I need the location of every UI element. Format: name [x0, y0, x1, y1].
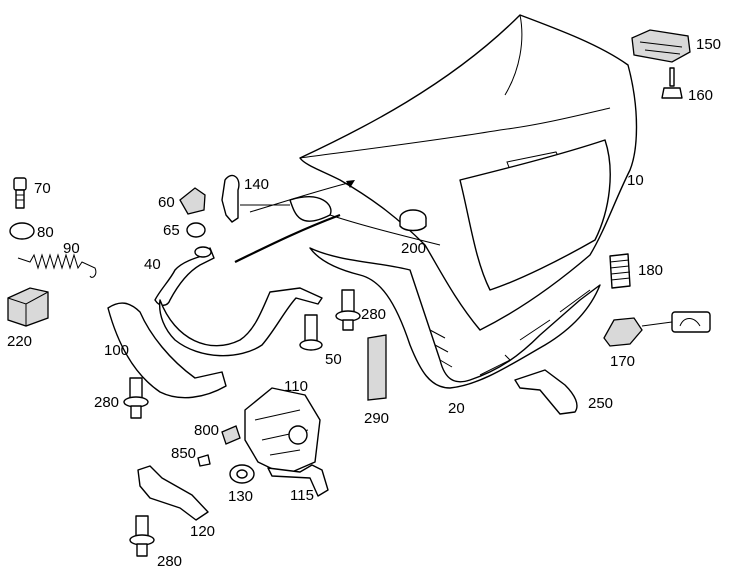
part-180-bumper	[609, 253, 631, 289]
label-140: 140	[244, 176, 270, 193]
hinge-arm	[158, 287, 323, 357]
part-115-bracket	[267, 464, 329, 497]
label-280-a: 280	[361, 306, 387, 323]
part-200-plug	[399, 209, 427, 232]
label-150: 150	[696, 36, 722, 53]
label-40: 40	[144, 256, 161, 273]
label-850: 850	[171, 445, 197, 462]
part-40-hinge	[154, 246, 215, 306]
part-170-sensor	[603, 311, 711, 347]
part-80-washer	[9, 222, 35, 240]
label-220: 220	[7, 333, 33, 350]
label-80: 80	[37, 224, 54, 241]
label-250: 250	[588, 395, 614, 412]
part-110-lock	[244, 387, 321, 476]
label-20: 20	[448, 400, 465, 417]
arrowhead	[346, 180, 355, 188]
label-65: 65	[163, 222, 180, 239]
leader-arrow-40	[234, 213, 341, 263]
part-10-trunk-lid	[289, 14, 638, 331]
part-120-plate	[137, 465, 209, 521]
part-160-screw	[661, 67, 683, 99]
part-280-bolt-c	[129, 515, 155, 557]
part-20-inner-panel	[309, 247, 601, 389]
part-280-bolt-b	[123, 377, 149, 419]
part-65-grommet	[186, 222, 206, 238]
part-90-spring	[17, 253, 97, 278]
label-70: 70	[34, 180, 51, 197]
label-130: 130	[228, 488, 254, 505]
part-140-clip	[221, 174, 240, 223]
part-800-cylinder	[221, 425, 241, 445]
part-290-strip	[367, 334, 387, 401]
part-850-insert	[197, 454, 211, 467]
label-280-c: 280	[157, 553, 183, 570]
label-110: 110	[284, 378, 308, 395]
label-50: 50	[325, 351, 342, 368]
part-150-switch	[631, 29, 691, 63]
part-250-bracket	[514, 369, 578, 415]
label-170: 170	[610, 353, 636, 370]
label-90: 90	[63, 240, 80, 257]
label-800: 800	[194, 422, 220, 439]
label-100: 100	[104, 342, 130, 359]
part-60-buffer	[179, 187, 206, 215]
label-290: 290	[364, 410, 390, 427]
label-115: 115	[290, 487, 314, 504]
leader-arrow-140	[249, 181, 353, 213]
part-130-nut	[229, 464, 255, 484]
part-50-pin	[299, 314, 323, 351]
part-220-block	[7, 287, 49, 327]
label-60: 60	[158, 194, 175, 211]
label-10: 10	[627, 172, 644, 189]
part-70-bolt	[13, 177, 27, 209]
label-180: 180	[638, 262, 664, 279]
part-100-trim	[107, 302, 227, 399]
part-280-bolt-a	[335, 289, 361, 331]
label-200: 200	[401, 240, 427, 257]
label-280-b: 280	[94, 394, 120, 411]
label-160: 160	[688, 87, 714, 104]
label-120: 120	[190, 523, 216, 540]
